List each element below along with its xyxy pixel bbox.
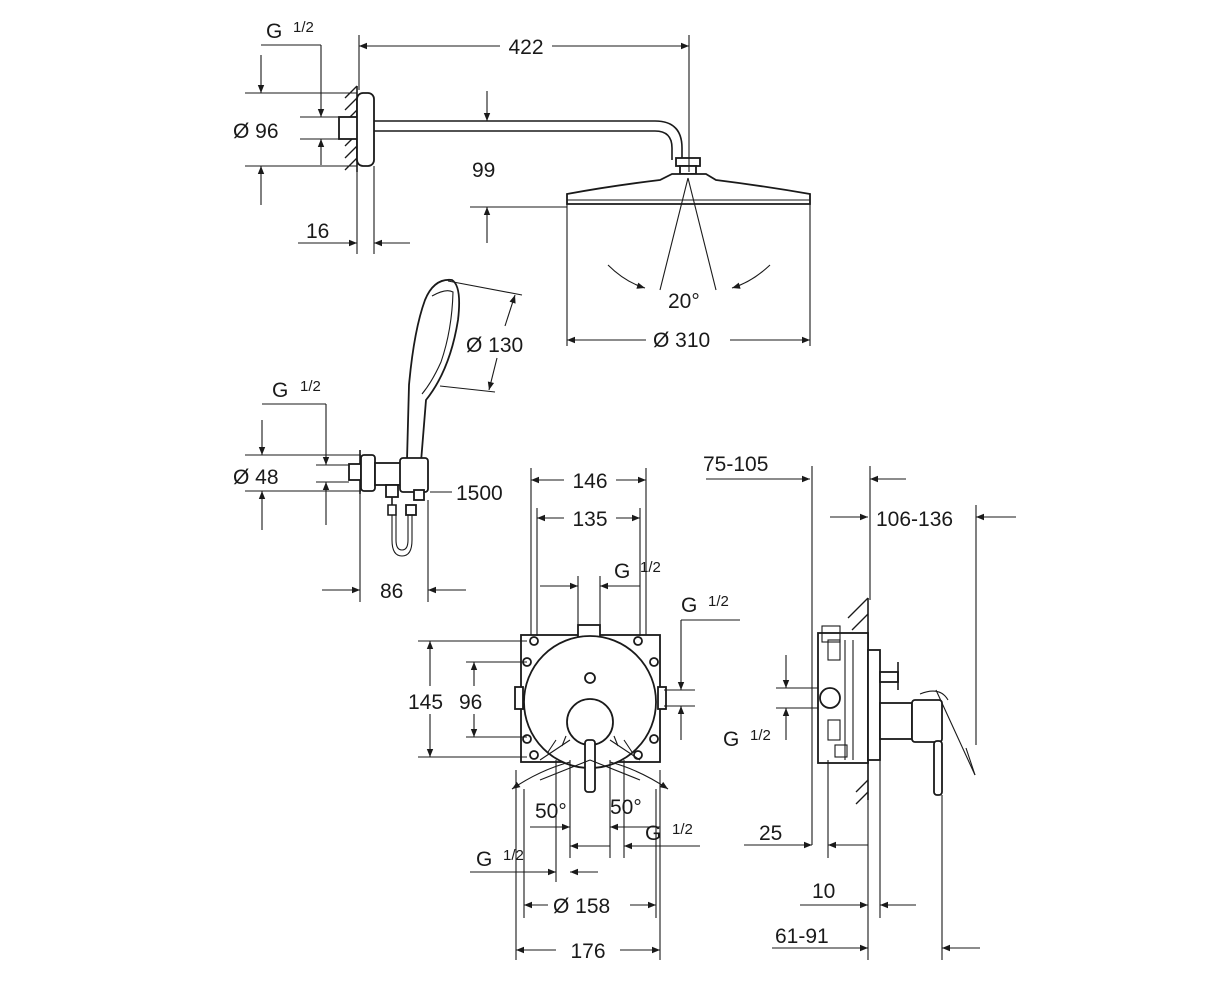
dim-lever-depth: 106-136: [876, 508, 953, 531]
mixer-handle: [566, 698, 614, 746]
dim-box-width: 146: [572, 470, 607, 493]
mixer-lever: [584, 739, 596, 793]
dim-hole-spacing: 135: [572, 508, 607, 531]
bottom-thread-left-frac: 1/2: [503, 847, 524, 864]
angle-right: 50°: [610, 796, 642, 819]
top-thread-frac: 1/2: [640, 559, 661, 576]
thread-label-top: G: [266, 20, 282, 43]
shower-holder: [399, 457, 429, 493]
shower-arm: [374, 120, 683, 160]
dim-install-depth: 75-105: [703, 453, 768, 476]
dim-plate: 10: [812, 880, 835, 903]
bottom-thread-right-label: G: [645, 822, 661, 845]
dim-arm-length: 422: [508, 36, 543, 59]
dim-rosette-diameter: Ø 158: [553, 895, 610, 918]
wall-flange: [356, 92, 375, 167]
side-thread-frac: 1/2: [750, 727, 771, 744]
dim-drop-height: 99: [472, 159, 495, 182]
bottom-thread-right-frac: 1/2: [672, 821, 693, 838]
dim-overall-width: 176: [570, 940, 605, 963]
inlet-stub: [338, 116, 360, 140]
dim-tilt-angle: 20°: [668, 290, 700, 313]
thread-frac-top: 1/2: [293, 19, 314, 36]
dim-hole-height: 96: [459, 691, 482, 714]
hand-shower-handle: [406, 278, 461, 464]
dim-wall-depth: 16: [306, 220, 329, 243]
dim-box-height: 145: [408, 691, 443, 714]
dim-total-depth: 61-91: [775, 925, 829, 948]
top-thread-label: G: [614, 560, 630, 583]
wall-outlet: [360, 454, 376, 492]
shower-head: [566, 173, 811, 205]
dim-outlet-diameter: Ø 48: [233, 466, 279, 489]
bottom-thread-left-label: G: [476, 848, 492, 871]
shower-head-view: 422 G 1/2 Ø 96 99 16 20° Ø: [233, 19, 811, 352]
hand-shower-view: Ø 130 G 1/2 Ø 48 1500 86: [233, 278, 523, 603]
side-thread-label: G: [723, 728, 739, 751]
dim-hand-head-diameter: Ø 130: [466, 334, 523, 357]
mixer-side-view: 75-105 106-136 G 1/2 25 10 61-91: [703, 453, 1016, 960]
dim-projection: 86: [380, 580, 403, 603]
side-thread-label: G: [681, 594, 697, 617]
side-connector: [819, 687, 841, 709]
cover-plate: [867, 649, 881, 761]
side-lever: [933, 740, 943, 796]
angle-left: 50°: [535, 800, 567, 823]
dim-flange-diameter: Ø 96: [233, 120, 279, 143]
dim-offset: 25: [759, 822, 782, 845]
dim-hose-length: 1500: [456, 482, 503, 505]
mixer-front-view: 146 135 G 1/2 G 1/2 145 96: [408, 468, 740, 963]
dim-head-diameter: Ø 310: [653, 329, 710, 352]
hand-thread-label: G: [272, 379, 288, 402]
side-handle: [879, 702, 913, 740]
hand-thread-frac: 1/2: [300, 378, 321, 395]
side-thread-frac: 1/2: [708, 593, 729, 610]
